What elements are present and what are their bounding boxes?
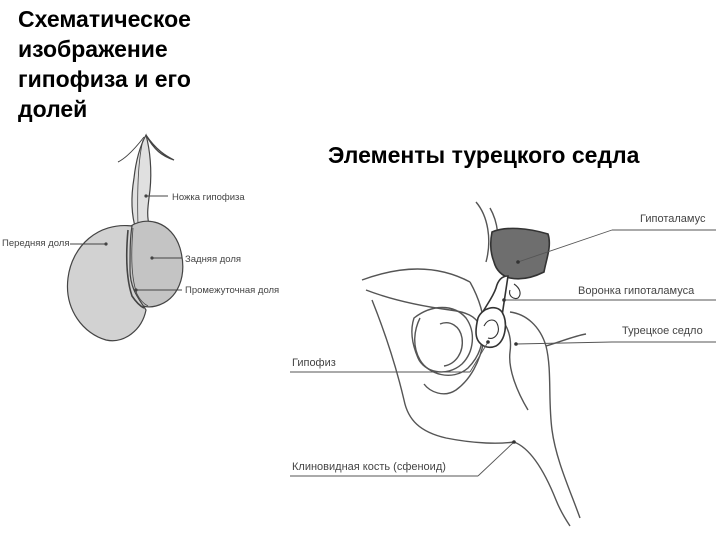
anterior-clinoid-outline xyxy=(365,289,483,377)
sella-floor xyxy=(423,281,486,395)
left-title-line-4: долей xyxy=(18,96,88,122)
pituitary-in-sella xyxy=(475,306,507,348)
stalk-tip xyxy=(145,134,175,161)
left-title-line-2: изображение xyxy=(18,36,168,62)
sphenoid-lower-outline xyxy=(371,299,515,444)
leader-sphenoid-diag xyxy=(477,441,515,477)
label-stalk: Ножка гипофиза xyxy=(172,192,245,203)
label-infundibulum: Воронка гипоталамуса xyxy=(578,285,695,297)
label-pituitary: Гипофиз xyxy=(292,357,336,369)
pituitary-inner xyxy=(483,319,499,339)
left-title-line-3: гипофиза и его xyxy=(18,66,191,92)
dorsum-sellae xyxy=(509,311,581,519)
label-sphenoid: Клиновидная кость (сфеноид) xyxy=(292,461,446,473)
sphenoid-base-line xyxy=(513,441,571,527)
label-anterior: Передняя доля xyxy=(2,238,70,249)
intermediate-zone-line-2 xyxy=(131,227,149,307)
hypothalamus-group xyxy=(475,227,551,348)
pituitary-schematic xyxy=(66,133,184,342)
stalk-fold-line xyxy=(137,139,144,227)
label-hypothalamus: Гипоталамус xyxy=(640,213,706,225)
right-leader-dots xyxy=(486,260,520,444)
leader-pituitary-diag xyxy=(469,341,489,373)
hypothalamus-shape xyxy=(489,227,551,280)
leader-hypothalamus xyxy=(517,229,613,263)
left-title-line-1: Схематическое xyxy=(18,6,191,32)
inner-cavity-outline xyxy=(439,322,463,367)
leader-sella xyxy=(515,341,613,345)
sphenoid-sinus-outline xyxy=(411,306,473,373)
label-posterior: Задняя доля xyxy=(185,254,241,265)
right-title: Элементы турецкого седла xyxy=(328,142,640,168)
label-sella: Турецкое седло xyxy=(622,325,703,337)
left-title: Схематическое изображение гипофиза и его… xyxy=(18,4,278,124)
infundibulum-inner xyxy=(509,283,521,300)
stalk-tip-left xyxy=(117,136,145,163)
right-leader-lines xyxy=(290,229,716,477)
left-leader-lines xyxy=(70,195,182,291)
upper-boundary-line xyxy=(361,268,471,283)
clivus-outline xyxy=(545,333,587,347)
intermediate-zone-line xyxy=(126,229,145,309)
label-intermediate: Промежуточная доля xyxy=(185,285,279,296)
left-leader-dots xyxy=(104,194,154,292)
upper-cranial-line xyxy=(475,201,490,263)
